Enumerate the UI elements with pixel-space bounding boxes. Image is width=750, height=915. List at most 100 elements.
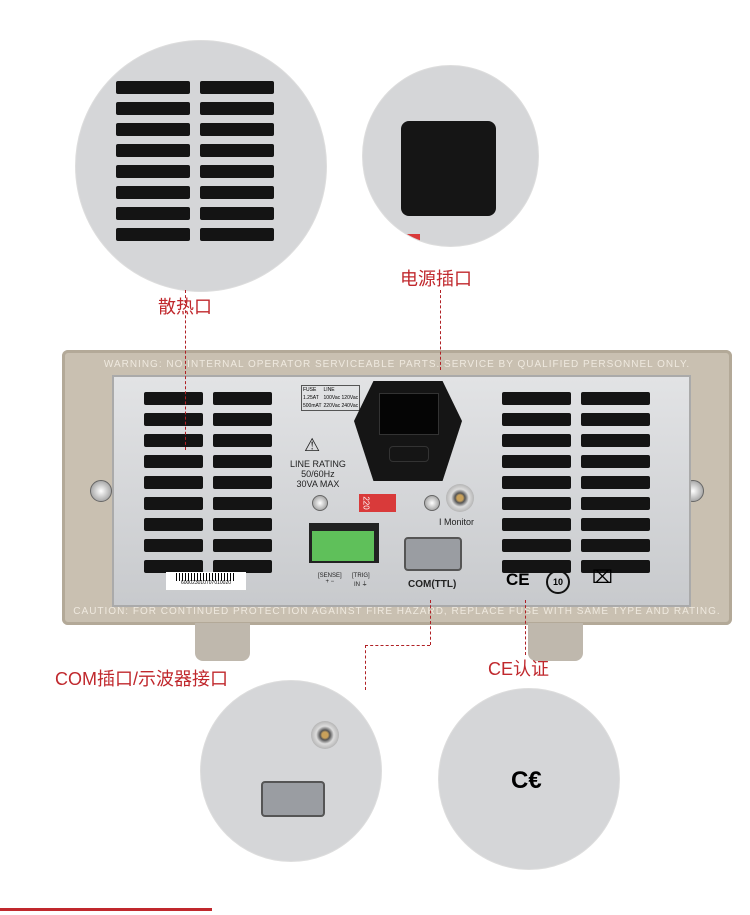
vent-slot bbox=[116, 144, 190, 157]
vent-slot bbox=[200, 102, 274, 115]
trig-label: [TRIG]IN ⏚ bbox=[352, 573, 370, 588]
device-rear-panel: WARNING: NO INTERNAL OPERATOR SERVICEABL… bbox=[62, 350, 732, 625]
vent-slot bbox=[213, 455, 272, 468]
line-rating: LINE RATING bbox=[290, 459, 346, 469]
accent-bar bbox=[0, 908, 212, 911]
fuse-cell: 100Vac 120Vac bbox=[323, 395, 359, 401]
vent-slot bbox=[213, 392, 272, 405]
iec-socket bbox=[379, 393, 439, 435]
fuse-cell: LINE bbox=[323, 387, 335, 393]
vent-slot bbox=[200, 207, 274, 220]
vent-slot bbox=[116, 123, 190, 136]
db9-zoom bbox=[261, 781, 325, 817]
ce-mark: CE bbox=[506, 570, 530, 589]
callout-line-power bbox=[440, 290, 441, 370]
weee-bin-icon: ⌧ bbox=[592, 567, 613, 587]
vent-slot bbox=[213, 539, 272, 552]
vent-slot bbox=[213, 413, 272, 426]
fuse-cell: 1.25AT bbox=[303, 395, 319, 401]
fuse-cell: 500mAT bbox=[303, 403, 322, 409]
vent-slot bbox=[581, 560, 650, 573]
vent-slot bbox=[581, 539, 650, 552]
vent-slot bbox=[144, 518, 203, 531]
callout-line-com-h bbox=[365, 645, 430, 646]
barcode-label: 600023010707010020 bbox=[166, 572, 246, 590]
vent-slot bbox=[144, 539, 203, 552]
zoom-circle-com bbox=[200, 680, 382, 862]
vent-slot bbox=[213, 476, 272, 489]
vent-slot bbox=[144, 497, 203, 510]
vent-slot bbox=[502, 539, 571, 552]
vent-slot bbox=[502, 476, 571, 489]
vent-slot bbox=[581, 392, 650, 405]
vent-slot bbox=[502, 455, 571, 468]
i-monitor-label: I Monitor bbox=[439, 517, 475, 527]
screw-icon bbox=[424, 495, 440, 511]
db9-com-port[interactable] bbox=[404, 537, 462, 571]
callout-line-ce bbox=[525, 600, 526, 655]
label-power: 电源插口 bbox=[400, 269, 472, 289]
voltage-switch[interactable]: 220 bbox=[359, 494, 396, 512]
com-ttl-label: COM(TTL) bbox=[408, 579, 457, 590]
label-ce: CE认证 bbox=[488, 659, 550, 679]
device-foot bbox=[195, 623, 250, 661]
vent-slot bbox=[200, 144, 274, 157]
voltage-value: 220 bbox=[361, 496, 371, 510]
vent-slot bbox=[581, 518, 650, 531]
screw-icon bbox=[90, 480, 112, 502]
vent-slot bbox=[200, 81, 274, 94]
rohs-10-icon: 10 bbox=[546, 570, 570, 594]
vent-slot bbox=[116, 186, 190, 199]
vent-slot bbox=[200, 123, 274, 136]
vent-slot bbox=[213, 518, 272, 531]
bnc-zoom bbox=[311, 721, 339, 749]
zoom-circle-vent bbox=[75, 40, 327, 292]
vent-slot bbox=[581, 455, 650, 468]
vent-slot bbox=[213, 434, 272, 447]
green-connector bbox=[312, 531, 374, 561]
line-power: 30VA MAX bbox=[296, 479, 340, 489]
vent-slot bbox=[116, 228, 190, 241]
vent-slot bbox=[502, 392, 571, 405]
ce-mark-zoom: C€ bbox=[511, 767, 542, 794]
bnc-connector[interactable] bbox=[446, 484, 474, 512]
fuse-holder[interactable] bbox=[389, 446, 429, 462]
vent-slot bbox=[144, 560, 203, 573]
fuse-cell: 220Vac 240Vac bbox=[323, 403, 359, 409]
zoom-circle-power bbox=[362, 65, 539, 247]
vent-slot bbox=[581, 413, 650, 426]
zoom-circle-ce: C€ bbox=[438, 688, 620, 870]
vent-slot bbox=[581, 476, 650, 489]
vent-slot bbox=[502, 518, 571, 531]
vent-slot bbox=[144, 455, 203, 468]
vent-slot bbox=[144, 392, 203, 405]
vent-slot bbox=[502, 560, 571, 573]
voltage-switch-zoom bbox=[398, 234, 420, 246]
vent-slot bbox=[213, 497, 272, 510]
warning-text: WARNING: NO INTERNAL OPERATOR SERVICEABL… bbox=[103, 359, 691, 370]
vent-slot bbox=[581, 497, 650, 510]
vent-slot bbox=[116, 207, 190, 220]
callout-line-com-v bbox=[365, 645, 366, 690]
caution-text: CAUTION: FOR CONTINUED PROTECTION AGAINS… bbox=[73, 606, 721, 617]
device-foot bbox=[528, 623, 583, 661]
sense-label: [SENSE]+ − bbox=[318, 573, 342, 585]
callout-line-vent bbox=[185, 290, 186, 450]
terminal-block[interactable] bbox=[309, 523, 379, 563]
screw-icon bbox=[312, 495, 328, 511]
vent-slot bbox=[200, 228, 274, 241]
vent-slot bbox=[144, 434, 203, 447]
callout-line-com bbox=[430, 600, 431, 645]
power-inlet-zoom bbox=[401, 121, 496, 216]
vent-slot bbox=[116, 81, 190, 94]
vent-slot bbox=[581, 434, 650, 447]
vent-slot bbox=[502, 434, 571, 447]
label-vent: 散热口 bbox=[158, 297, 212, 317]
power-inlet[interactable] bbox=[354, 381, 462, 481]
vent-slot bbox=[213, 560, 272, 573]
label-com: COM插口/示波器接口 bbox=[55, 669, 228, 689]
vent-slot bbox=[144, 476, 203, 489]
vent-slot bbox=[200, 186, 274, 199]
